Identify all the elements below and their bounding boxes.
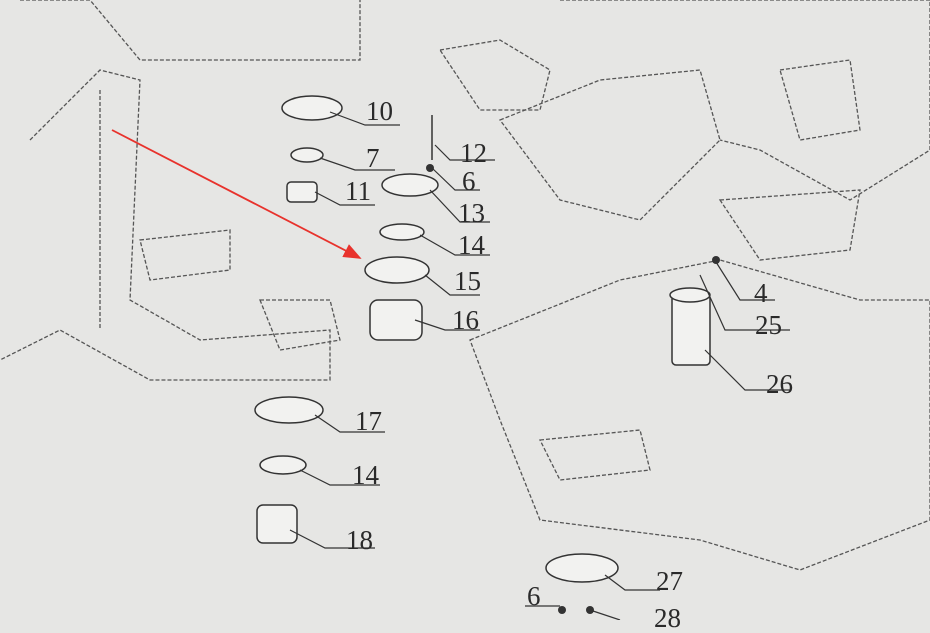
callout-28: 28 xyxy=(654,603,681,633)
callout-26: 26 xyxy=(766,369,793,399)
callout-10: 10 xyxy=(366,96,393,126)
callout-12: 12 xyxy=(460,138,487,168)
callout-4: 4 xyxy=(754,278,768,308)
callout-16: 16 xyxy=(452,305,479,335)
red-pointer-arrow xyxy=(111,129,362,259)
callout-15: 15 xyxy=(454,266,481,296)
callout-14: 14 xyxy=(458,230,485,260)
callout-6-lower: 6 xyxy=(527,581,541,611)
parts xyxy=(254,95,711,583)
callout-27: 27 xyxy=(656,566,683,596)
callout-17: 17 xyxy=(355,406,382,436)
callout-11: 11 xyxy=(345,176,371,206)
callout-7: 7 xyxy=(366,143,380,173)
callout-6: 6 xyxy=(462,166,476,196)
callout-18: 18 xyxy=(346,525,373,555)
frame-right xyxy=(438,0,930,571)
callout-14-lower: 14 xyxy=(352,460,379,490)
callout-25: 25 xyxy=(755,310,782,340)
leader-lines xyxy=(289,111,790,621)
frame-left xyxy=(0,0,361,381)
callout-13: 13 xyxy=(458,198,485,228)
